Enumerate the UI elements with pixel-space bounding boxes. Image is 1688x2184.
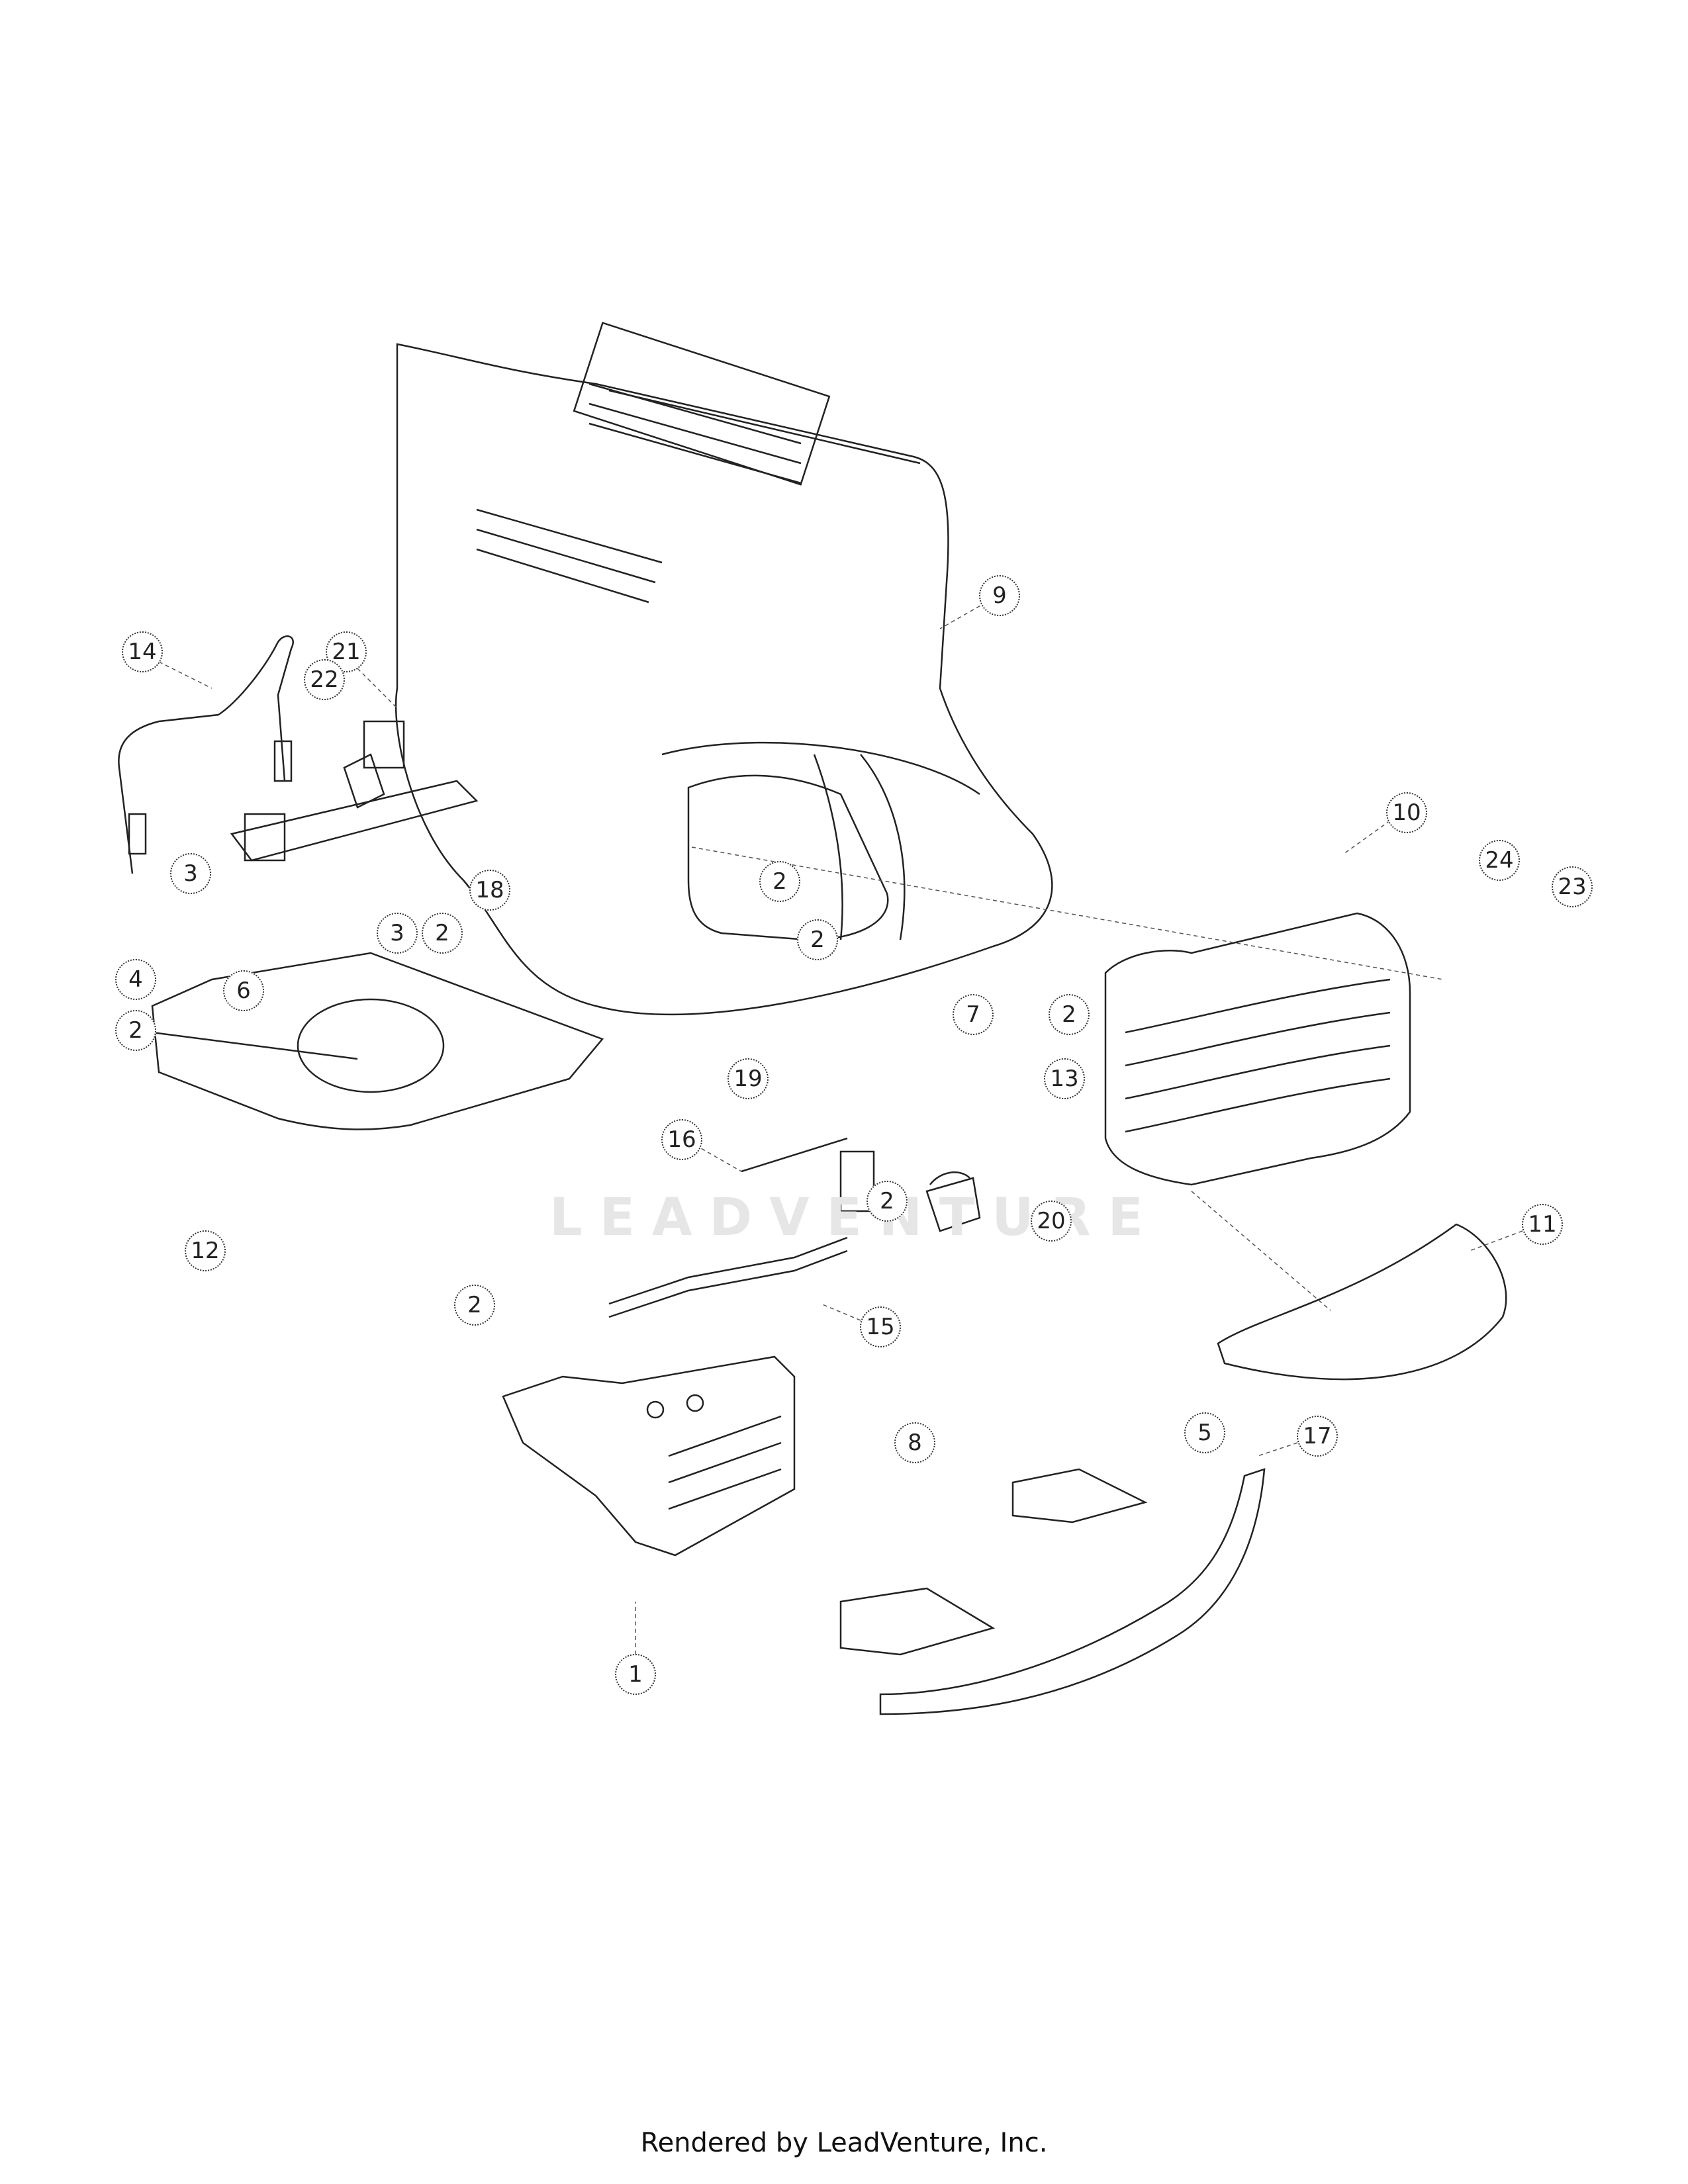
part-callout-2[interactable]: 2 xyxy=(115,1010,156,1051)
part-callout-8[interactable]: 8 xyxy=(894,1422,935,1463)
part-callout-2[interactable]: 2 xyxy=(797,919,838,960)
part-callout-17[interactable]: 17 xyxy=(1297,1416,1338,1457)
part-callout-22[interactable]: 22 xyxy=(304,659,345,700)
part-callout-19[interactable]: 19 xyxy=(727,1058,769,1099)
part-callout-5[interactable]: 5 xyxy=(1184,1412,1225,1453)
part-callout-6[interactable]: 6 xyxy=(223,970,264,1011)
part-callout-20[interactable]: 20 xyxy=(1031,1201,1072,1242)
part-callout-24[interactable]: 24 xyxy=(1479,840,1520,881)
part-callout-2[interactable]: 2 xyxy=(422,913,463,954)
part-callout-9[interactable]: 9 xyxy=(979,575,1020,616)
latch-assembly xyxy=(741,1137,981,1232)
hinge-bracket-assembly xyxy=(230,720,479,862)
part-callout-3[interactable]: 3 xyxy=(170,853,211,894)
hood-part-9 xyxy=(395,322,1053,1016)
part-callout-2[interactable]: 2 xyxy=(1049,994,1090,1035)
hood-vents xyxy=(476,322,831,604)
leader-lines xyxy=(158,602,1523,1655)
part-callout-18[interactable]: 18 xyxy=(469,870,510,911)
part-callout-14[interactable]: 14 xyxy=(122,631,163,672)
bumper-part-17 xyxy=(839,1468,1266,1715)
grille-part-10 xyxy=(1104,912,1411,1186)
part-callout-2[interactable]: 2 xyxy=(454,1285,495,1326)
part-callout-13[interactable]: 13 xyxy=(1044,1058,1085,1099)
lens-part-11 xyxy=(1217,1223,1507,1381)
hinge-rod-part-14 xyxy=(118,635,294,874)
part-callout-1[interactable]: 1 xyxy=(615,1654,656,1695)
part-callout-16[interactable]: 16 xyxy=(661,1119,702,1160)
part-callout-2[interactable]: 2 xyxy=(759,861,800,902)
front-frame-bracket xyxy=(502,1355,796,1557)
heat-shield-part-12 xyxy=(151,952,604,1130)
part-callout-12[interactable]: 12 xyxy=(185,1230,226,1271)
part-callout-11[interactable]: 11 xyxy=(1522,1204,1563,1245)
part-callout-3[interactable]: 3 xyxy=(377,913,418,954)
part-callout-10[interactable]: 10 xyxy=(1386,792,1427,833)
footer-credit: Rendered by LeadVenture, Inc. xyxy=(640,2128,1048,2158)
part-callout-23[interactable]: 23 xyxy=(1552,866,1593,907)
part-callout-15[interactable]: 15 xyxy=(860,1306,901,1347)
part-callout-7[interactable]: 7 xyxy=(953,994,994,1035)
part-callout-4[interactable]: 4 xyxy=(115,959,156,1000)
support-rod-part-15 xyxy=(608,1236,848,1318)
part-callout-2[interactable]: 2 xyxy=(867,1181,908,1222)
